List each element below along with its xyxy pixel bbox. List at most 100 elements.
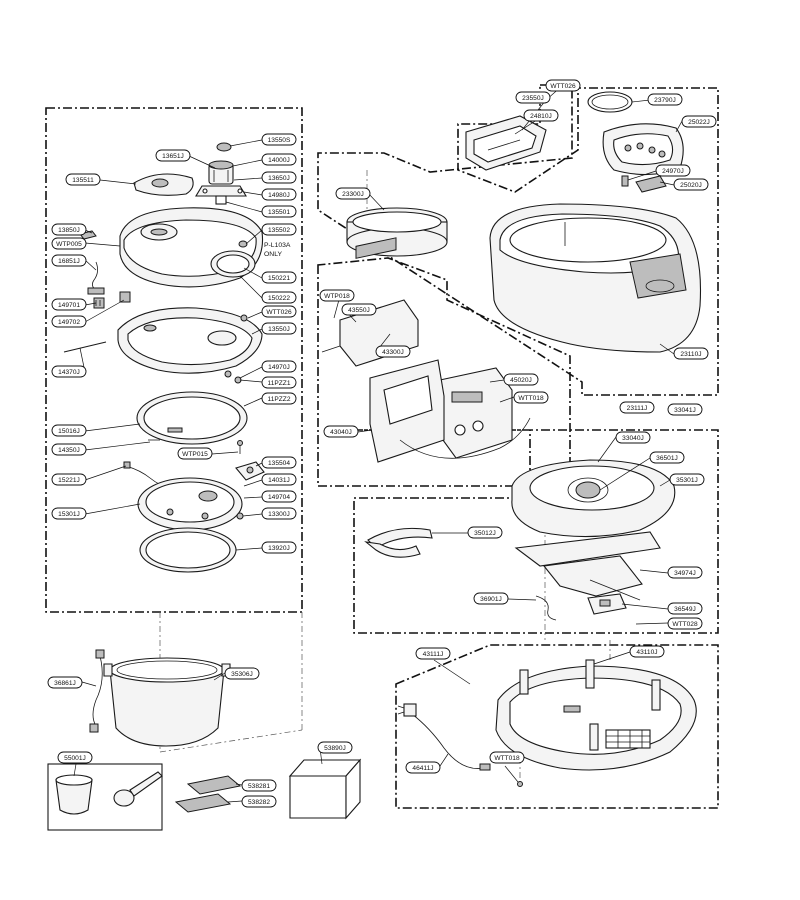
body-group-parts: [346, 91, 702, 353]
callout-25022J: 25022J: [681, 115, 717, 128]
svg-text:WTT018: WTT018: [494, 755, 520, 762]
svg-text:43040J: 43040J: [330, 429, 352, 436]
svg-text:135502: 135502: [268, 227, 290, 234]
part-packing-box: [288, 758, 362, 820]
callout-WTT026-lid: WTT026: [261, 305, 297, 318]
callout-149702: 149702: [51, 315, 87, 328]
callout-43550J: 43550J: [341, 303, 377, 316]
accessory-parts: [47, 649, 362, 831]
callout-11PZZ2: 11PZZ2: [261, 392, 297, 405]
callout-23111J: 23111J: [619, 401, 655, 414]
callout-WTP005: WTP005: [51, 237, 87, 250]
svg-text:24970J: 24970J: [662, 168, 684, 175]
callout-14000J: 14000J: [261, 153, 297, 166]
part-base-bracket: [514, 531, 661, 601]
callout-23790J: 23790J: [647, 93, 683, 106]
part-accessory-box: [47, 763, 163, 831]
part-labels: [174, 775, 242, 813]
svg-text:43111J: 43111J: [423, 651, 444, 658]
callout-13850J: 13850J: [51, 223, 87, 236]
part-hinge-pin: [63, 341, 107, 353]
svg-text:33040J: 33040J: [622, 435, 644, 442]
svg-text:14370J: 14370J: [58, 369, 80, 376]
svg-text:WTP018: WTP018: [324, 293, 350, 300]
svg-text:149704: 149704: [268, 494, 290, 501]
heater-group-frame: [353, 429, 719, 634]
svg-text:13550J: 13550J: [268, 326, 290, 333]
heater-group-parts: [364, 459, 676, 621]
svg-text:36861J: 36861J: [54, 680, 76, 687]
callout-34974J: 34974J: [667, 566, 703, 579]
svg-text:25020J: 25020J: [680, 182, 702, 189]
callout-13300J: 13300J: [261, 507, 297, 520]
callout-13550S: 13550S: [261, 133, 297, 146]
svg-text:36501J: 36501J: [656, 455, 678, 462]
svg-text:13651J: 13651J: [162, 153, 184, 160]
svg-text:36549J: 36549J: [674, 606, 696, 613]
svg-text:WTT026: WTT026: [550, 83, 576, 90]
base-group-parts: [397, 659, 697, 787]
svg-text:35012J: 35012J: [474, 530, 496, 537]
part-heat-band: [367, 527, 433, 549]
part-button: [635, 175, 667, 193]
callout-55001J: 55001J: [57, 751, 93, 764]
callout-WTT028: WTT028: [667, 617, 703, 630]
callout-16851J: 16851J: [51, 254, 87, 267]
svg-text:14970J: 14970J: [268, 364, 290, 371]
callout-53890J: 53890J: [317, 741, 353, 754]
callout-WTP018: WTP018: [319, 289, 355, 302]
part-inner-pot: [103, 657, 231, 747]
lid-group-parts: [63, 142, 265, 573]
callout-149701: 149701: [51, 298, 87, 311]
svg-text:43550J: 43550J: [348, 307, 370, 314]
variant-note-line1: P-L103A: [264, 242, 291, 249]
svg-text:13300J: 13300J: [268, 511, 290, 518]
svg-text:23110J: 23110J: [680, 351, 701, 358]
base-group-frame: [395, 644, 719, 809]
callout-36901J: 36901J: [473, 592, 509, 605]
svg-text:34974J: 34974J: [674, 570, 696, 577]
callout-35301J: 35301J: [669, 473, 705, 486]
callout-WTT018-pcb: WTT018: [513, 391, 549, 404]
callout-43300J: 43300J: [375, 345, 411, 358]
svg-text:13650J: 13650J: [268, 175, 290, 182]
svg-text:35306J: 35306J: [231, 671, 253, 678]
svg-text:WTP005: WTP005: [56, 241, 82, 248]
svg-text:53890J: 53890J: [324, 745, 346, 752]
callout-23110J: 23110J: [673, 347, 709, 360]
svg-text:43110J: 43110J: [636, 649, 657, 656]
callout-13651J: 13651J: [155, 149, 191, 162]
callout-43110J: 43110J: [629, 645, 665, 658]
part-main-pcb: [439, 367, 513, 459]
svg-text:13920J: 13920J: [268, 545, 290, 552]
group-frames: [45, 84, 719, 809]
part-fuse-wire: [535, 595, 557, 621]
svg-text:WTT018: WTT018: [518, 395, 544, 402]
svg-text:11PZZ1: 11PZZ1: [268, 380, 291, 387]
callout-135502: 135502: [261, 223, 297, 236]
callout-33041J: 33041J: [667, 403, 703, 416]
svg-text:149701: 149701: [58, 302, 80, 309]
callout-36549J: 36549J: [667, 602, 703, 615]
part-control-panel: [602, 123, 684, 176]
svg-text:15301J: 15301J: [58, 511, 80, 518]
callout-149704: 149704: [261, 490, 297, 503]
part-switch: [621, 175, 629, 187]
svg-text:36901J: 36901J: [480, 596, 502, 603]
callout-15221J: 15221J: [51, 473, 87, 486]
callout-WTP015: WTP015: [177, 447, 213, 460]
variant-note-line2: ONLY: [264, 251, 282, 258]
part-housing: [489, 203, 702, 353]
callout-14980J: 14980J: [261, 188, 297, 201]
part-ring: [136, 391, 248, 445]
callout-WTT018-base: WTT018: [489, 751, 525, 764]
svg-text:23300J: 23300J: [342, 191, 364, 198]
pcb-group-frame: [317, 257, 571, 487]
svg-text:43300J: 43300J: [382, 349, 404, 356]
callout-25020J: 25020J: [673, 178, 709, 191]
callout-36501J: 36501J: [649, 451, 685, 464]
part-cap: [216, 142, 232, 152]
svg-text:45020J: 45020J: [510, 377, 532, 384]
